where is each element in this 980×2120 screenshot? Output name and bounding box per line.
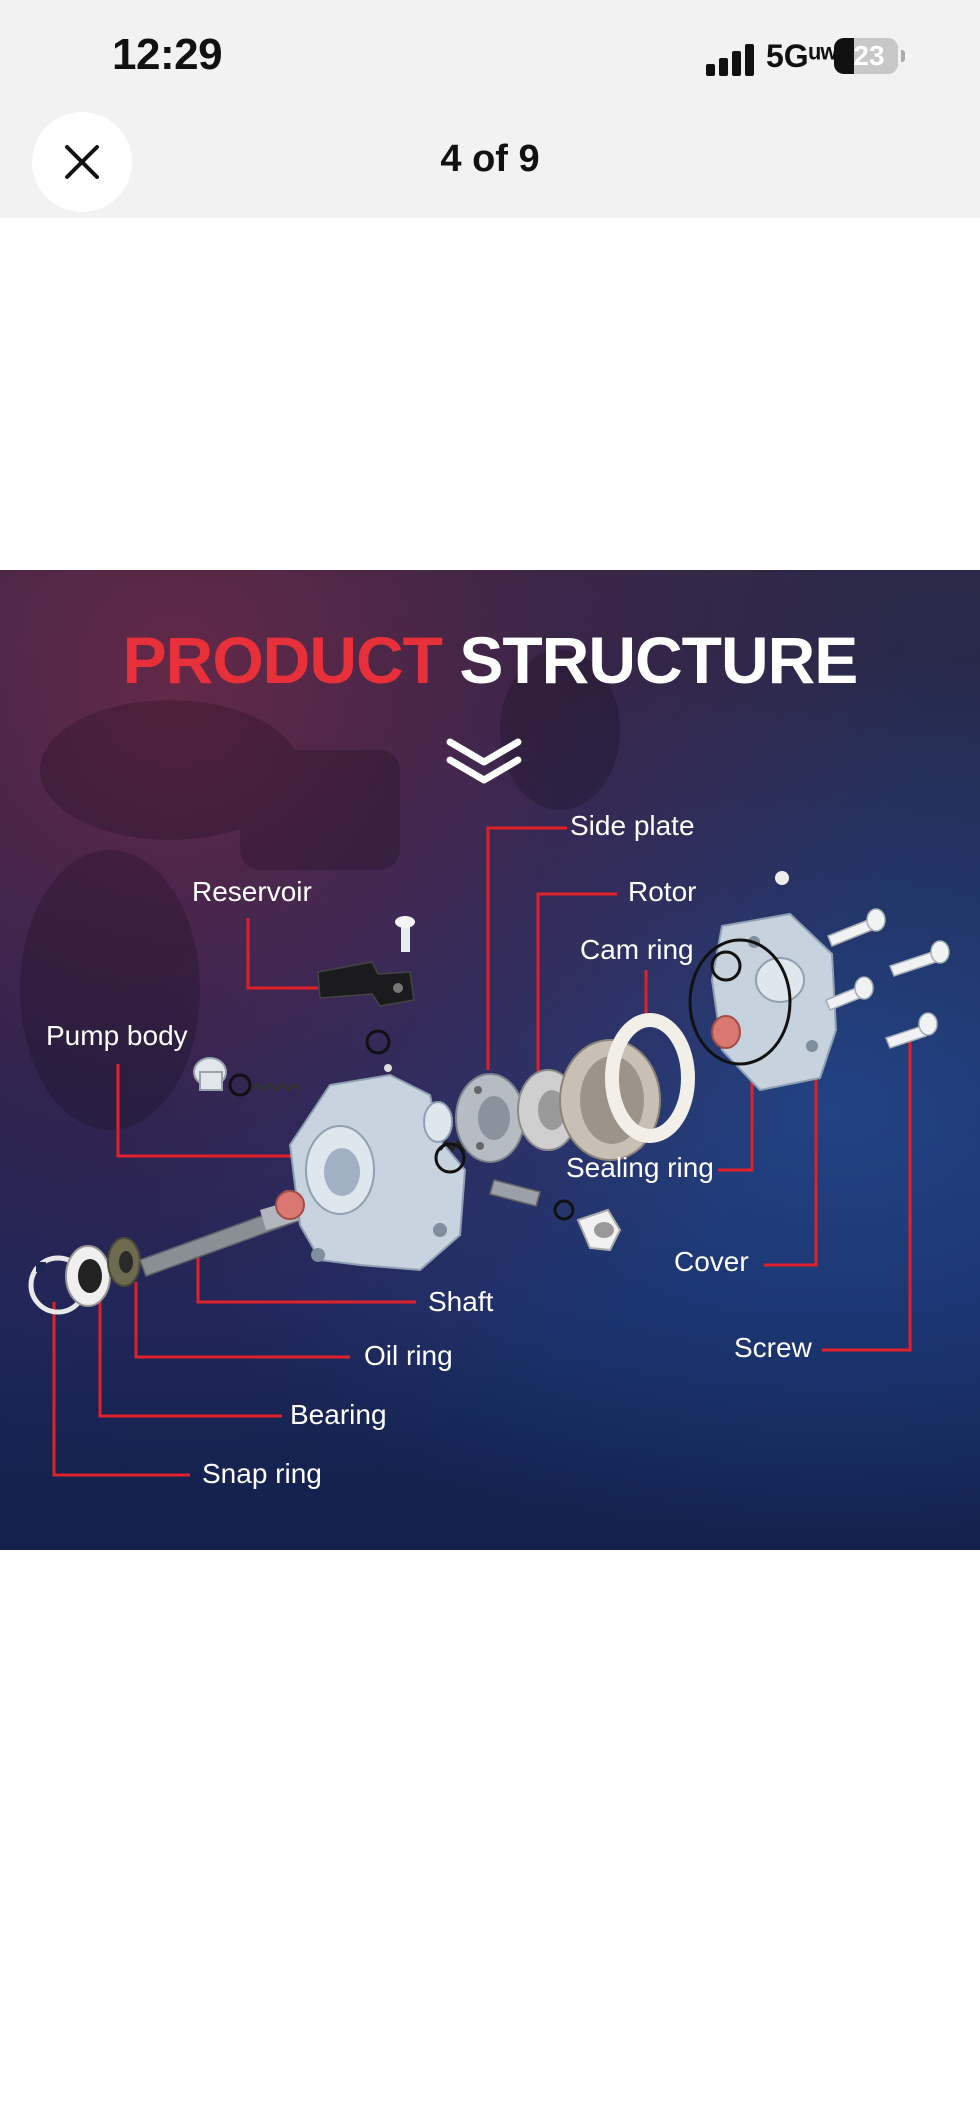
- label-sealing-ring: Sealing ring: [566, 1152, 714, 1183]
- bearing: [65, 1245, 111, 1307]
- label-pump-body: Pump body: [46, 1020, 188, 1051]
- signal-icon: [706, 40, 758, 76]
- viewer-header: 4 of 9: [0, 100, 980, 218]
- product-image[interactable]: PRODUCT STRUCTURE Side plate Reservoir R…: [0, 570, 980, 1550]
- close-icon: [65, 145, 99, 179]
- label-bearing: Bearing: [290, 1399, 387, 1430]
- label-shaft: Shaft: [428, 1286, 494, 1317]
- reservoir: [317, 961, 415, 1055]
- exploded-pump-diagram: [20, 650, 950, 1477]
- label-side-plate: Side plate: [570, 810, 695, 841]
- sealing-ring-shape: [688, 938, 792, 1066]
- label-snap-ring: Snap ring: [202, 1458, 322, 1489]
- title-accent: PRODUCT: [122, 623, 443, 697]
- title-rest: STRUCTURE: [459, 623, 858, 697]
- battery-level: 23: [853, 40, 885, 71]
- battery-icon: 23: [834, 38, 898, 74]
- fitting-left: [193, 1057, 302, 1097]
- label-cover: Cover: [674, 1246, 749, 1277]
- screws: [825, 908, 950, 1049]
- close-button[interactable]: [32, 112, 132, 212]
- label-screw: Screw: [734, 1332, 812, 1363]
- pump-body: [275, 1073, 467, 1272]
- product-title: PRODUCT STRUCTURE: [0, 622, 980, 698]
- valve: [489, 1179, 622, 1252]
- label-reservoir: Reservoir: [192, 876, 312, 907]
- cam-ring: [559, 1013, 695, 1161]
- side-plate: [455, 1073, 525, 1163]
- network-type: 5Gᵘʷ: [766, 38, 838, 74]
- label-cam-ring: Cam ring: [580, 934, 694, 965]
- status-time: 12:29: [112, 30, 223, 79]
- battery-nub: [901, 50, 905, 62]
- page-counter: 4 of 9: [440, 138, 540, 180]
- cover: [710, 871, 838, 1092]
- chevron-down-icon: [446, 738, 522, 784]
- label-oil-ring: Oil ring: [364, 1340, 453, 1371]
- bolt-top: [395, 916, 415, 952]
- status-bar: 12:29 5Gᵘʷ 23: [0, 0, 980, 100]
- label-rotor: Rotor: [628, 876, 697, 907]
- oil-ring: [107, 1237, 141, 1287]
